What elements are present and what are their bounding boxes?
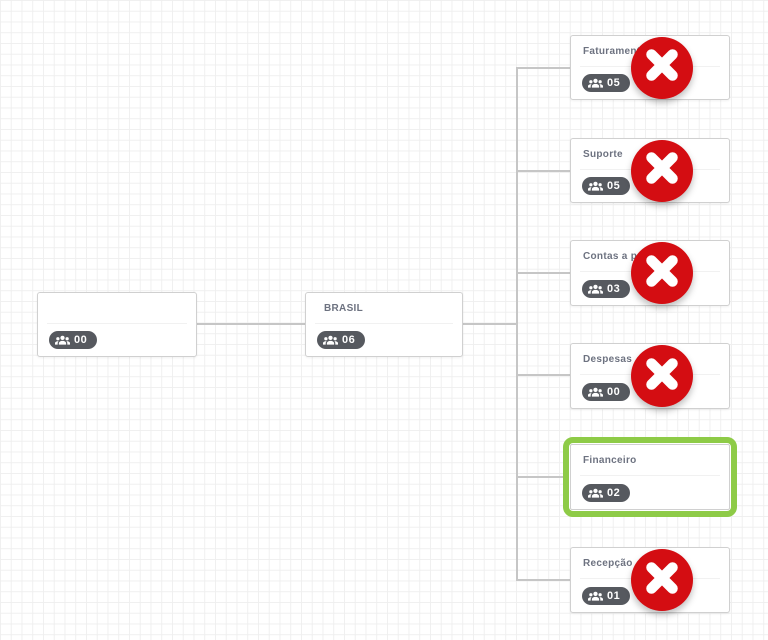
people-group-icon	[588, 591, 603, 602]
people-group-icon	[55, 335, 70, 346]
member-count-badge: 00	[49, 331, 98, 349]
x-icon	[641, 250, 683, 297]
x-icon	[641, 44, 683, 91]
member-count: 01	[607, 590, 621, 602]
node-title: Suporte	[583, 149, 623, 160]
node-title: Recepção	[583, 558, 633, 569]
org-node-financeiro[interactable]: Financeiro 02	[570, 444, 730, 510]
member-count-badge: 03	[582, 280, 631, 298]
people-group-icon	[588, 387, 603, 398]
member-count: 05	[607, 77, 621, 89]
org-node-suporte[interactable]: Suporte 05	[570, 138, 730, 203]
delete-node-button[interactable]	[631, 242, 693, 304]
node-title: Financeiro	[583, 455, 637, 466]
member-count-badge: 02	[582, 484, 631, 502]
connector-branch-contas-a-pagar	[518, 272, 570, 274]
org-node-root[interactable]: 00	[37, 292, 197, 357]
member-count: 00	[607, 386, 621, 398]
node-title: BRASIL	[324, 303, 364, 314]
people-group-icon	[588, 181, 603, 192]
connector-brasil-trunk	[463, 323, 517, 325]
member-count-badge: 06	[317, 331, 366, 349]
member-count-badge: 05	[582, 177, 631, 195]
x-icon	[641, 353, 683, 400]
divider	[315, 323, 453, 324]
connector-branch-suporte	[518, 170, 570, 172]
delete-node-button[interactable]	[631, 139, 693, 202]
people-group-icon	[588, 78, 603, 89]
org-node-contas-a-pagar[interactable]: Contas a pagar 03	[570, 240, 730, 306]
node-title: Faturamento	[583, 46, 647, 57]
org-node-faturamento[interactable]: Faturamento 05	[570, 35, 730, 100]
member-count-badge: 00	[582, 383, 631, 401]
people-group-icon	[588, 488, 603, 499]
member-count: 03	[607, 283, 621, 295]
member-count: 05	[607, 180, 621, 192]
member-count: 02	[607, 487, 621, 499]
connector-trunk	[516, 67, 518, 581]
connector-branch-financeiro	[518, 476, 563, 478]
org-node-recepcao[interactable]: Recepção 01	[570, 547, 730, 613]
connector-branch-recepcao	[518, 579, 570, 581]
delete-node-button[interactable]	[631, 549, 693, 611]
node-title: Despesas	[583, 354, 633, 365]
divider	[47, 323, 187, 324]
node-title: Contas a pagar	[583, 251, 660, 262]
divider	[580, 475, 720, 476]
x-icon	[641, 557, 683, 604]
org-node-brasil[interactable]: BRASIL 06	[305, 292, 463, 357]
member-count: 06	[342, 334, 356, 346]
member-count-badge: 01	[582, 587, 631, 605]
connector-branch-despesas	[518, 374, 570, 376]
x-icon	[641, 147, 683, 194]
connector-root-brasil	[197, 323, 305, 325]
people-group-icon	[323, 335, 338, 346]
people-group-icon	[588, 284, 603, 295]
delete-node-button[interactable]	[631, 345, 693, 407]
delete-node-button[interactable]	[631, 36, 693, 99]
member-count: 00	[74, 334, 88, 346]
selected-node-highlight: Financeiro 02	[563, 437, 737, 517]
member-count-badge: 05	[582, 74, 631, 92]
connector-branch-faturamento	[518, 67, 570, 69]
org-node-despesas[interactable]: Despesas 00	[570, 343, 730, 409]
